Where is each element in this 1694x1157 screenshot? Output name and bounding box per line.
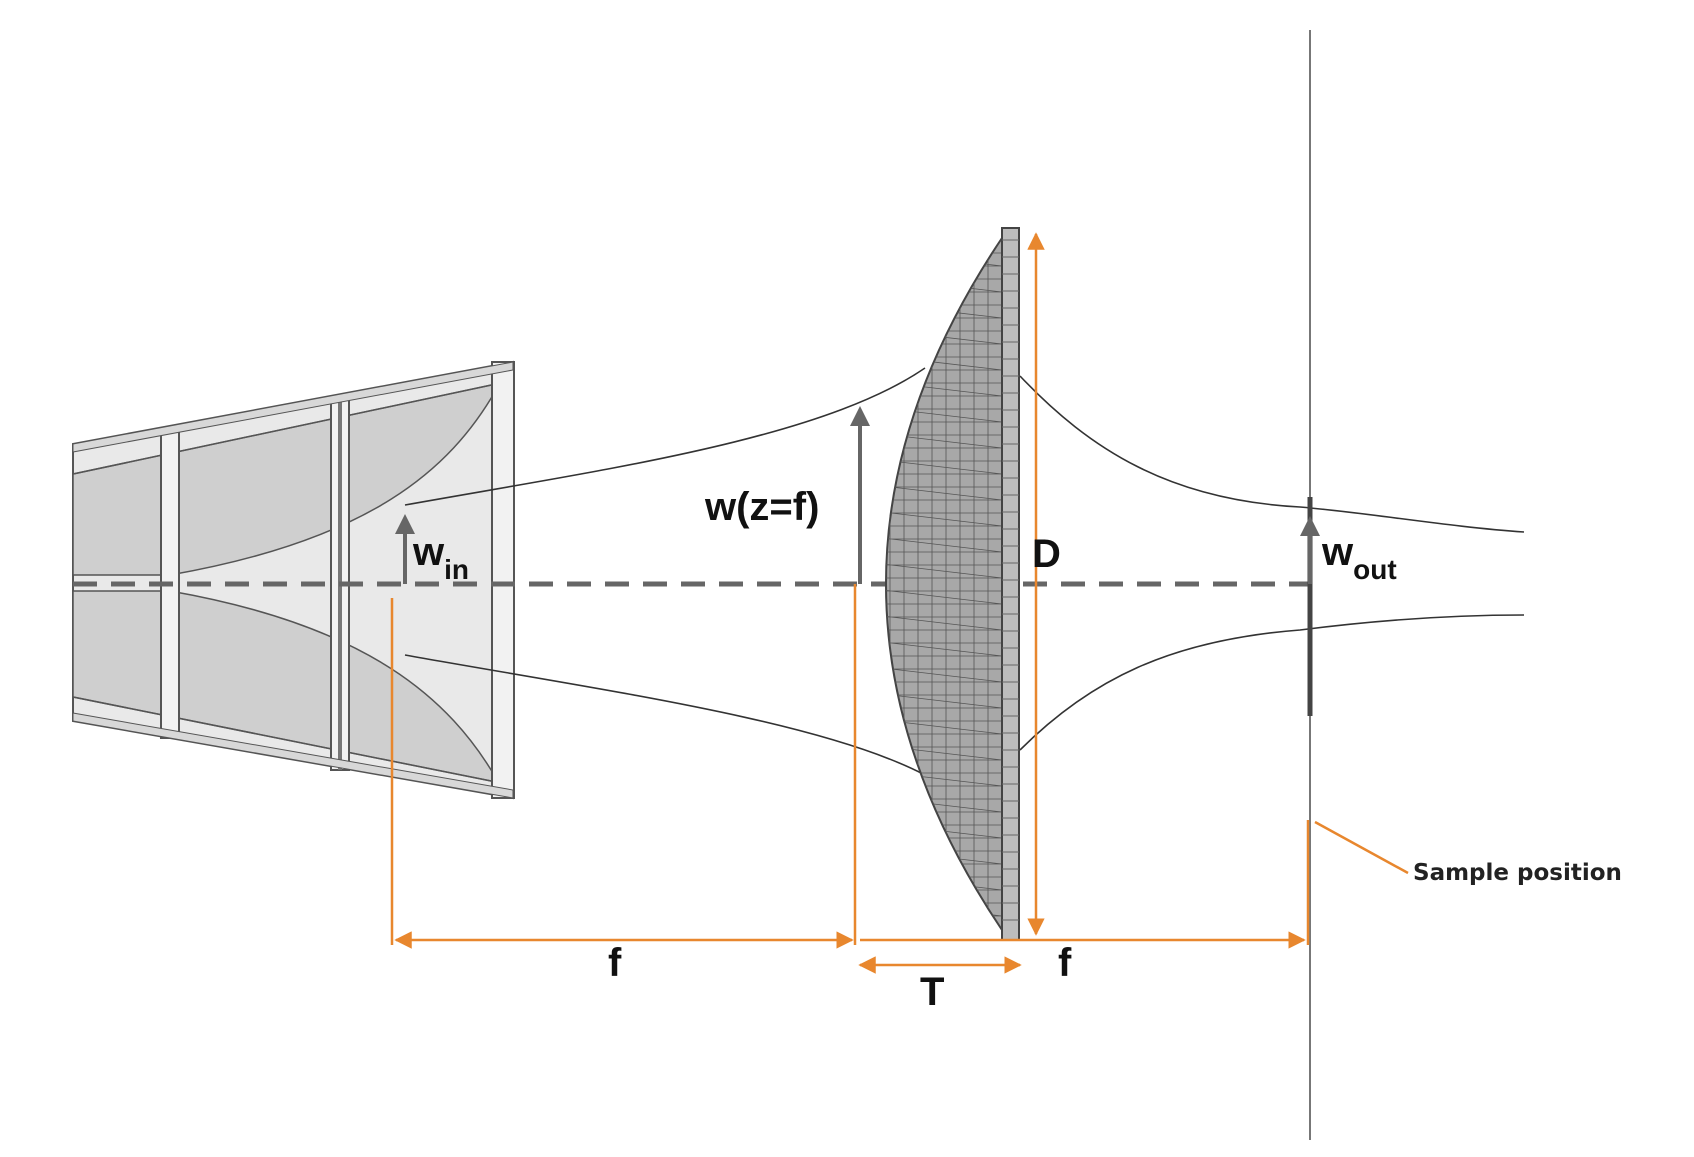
label-sample-position: Sample position	[1413, 860, 1622, 886]
label-w-in: win	[412, 530, 469, 585]
horn-aperture-ring	[491, 361, 515, 799]
label-f-left: f	[608, 941, 622, 985]
label-f-right: f	[1058, 941, 1072, 985]
dielectric-lens	[885, 227, 1020, 941]
label-D: D	[1032, 532, 1061, 576]
sample-position-leader	[1314, 820, 1409, 875]
label-T: T	[920, 970, 944, 1014]
lens-flat-plate	[1001, 227, 1020, 941]
dimension-lines	[390, 232, 1409, 974]
beam-envelope	[404, 367, 1525, 776]
horn-antenna	[72, 360, 515, 800]
label-w-zf: w(z=f)	[704, 485, 819, 529]
label-w-out: wout	[1321, 530, 1397, 585]
